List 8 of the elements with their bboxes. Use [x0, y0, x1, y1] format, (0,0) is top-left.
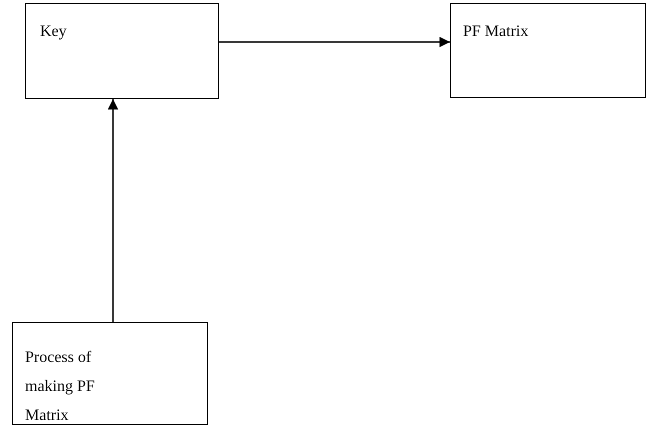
box-label: Process of making PF Matrix [25, 348, 96, 425]
arrow [108, 99, 118, 322]
box-label: PF Matrix [463, 22, 530, 42]
process-box [25, 3, 219, 99]
box-label: Key [40, 22, 68, 42]
process-box [450, 3, 646, 98]
process-box [12, 322, 208, 425]
arrow [219, 36, 450, 48]
